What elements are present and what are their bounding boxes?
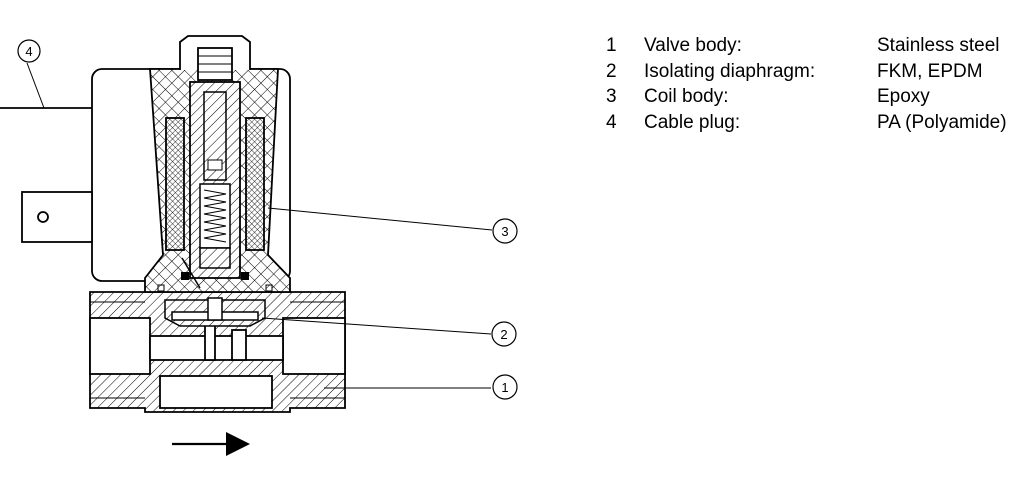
o-ring-seals [157,272,273,292]
callout-3: 3 [492,218,518,244]
top-nut [179,35,251,81]
callout-4-label: 4 [25,44,32,59]
valve-body [89,291,346,413]
legend-number: 3 [606,86,617,107]
legend-part: Isolating diaphragm: [644,60,816,82]
callout-1-label: 1 [501,380,508,395]
isolating-diaphragm [164,297,266,327]
callout-3-label: 3 [501,224,508,239]
legend-part: Coil body: [644,86,729,107]
callout-1: 1 [492,374,518,400]
valve-cross-section-diagram: 4 3 2 1 [0,35,518,456]
leader-lines [0,62,493,389]
callout-2: 2 [491,321,517,347]
flow-direction-arrow [172,432,250,456]
legend-number: 4 [606,111,617,133]
legend-material: Epoxy [877,86,930,107]
legend-material: FKM, EPDM [877,60,983,82]
callout-2-label: 2 [500,327,507,342]
legend-part: Valve body: [644,35,742,56]
plunger-assembly [181,91,231,289]
legend-number: 2 [606,60,617,82]
callout-4: 4 [17,39,41,63]
legend-material: PA (Polyamide) [877,111,1007,133]
legend-part: Cable plug: [644,111,741,133]
legend-material: Stainless steel [877,35,1000,56]
legend-number: 1 [606,35,617,56]
